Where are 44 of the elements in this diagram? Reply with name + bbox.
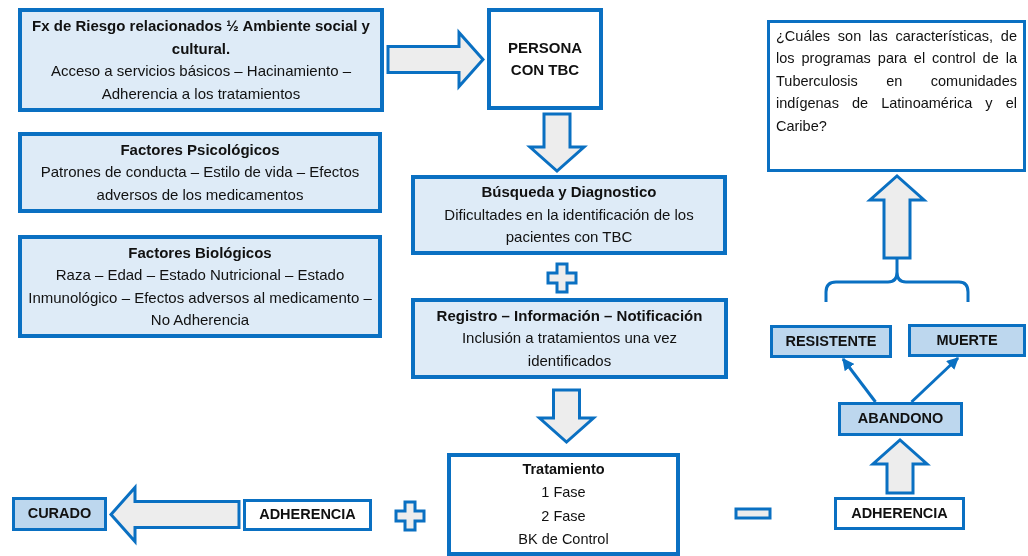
box-label: RESISTENTE <box>785 331 877 351</box>
box-label: ADHERENCIA <box>851 503 948 523</box>
box-label: ABANDONO <box>857 409 944 429</box>
process-box <box>487 8 603 110</box>
process-box <box>447 453 680 556</box>
box-text: Acceso a servicios básicos – Hacinamiento – Adherencia a los tratamientos <box>49 61 353 104</box>
factor-box <box>18 235 382 338</box>
box-text: Inclusión a tratamientos una vez identificados <box>460 328 679 371</box>
arrow <box>910 356 960 404</box>
factor-box <box>411 175 727 255</box>
box-label: PERSONA CON TBC <box>506 37 584 80</box>
label-box <box>834 497 965 530</box>
box-label: MUERTE <box>936 330 998 350</box>
label-box <box>243 499 372 531</box>
box-heading: Tratamiento <box>522 460 605 480</box>
box-label: ADHERENCIA <box>259 505 356 525</box>
box-text: Patrones de conducta – Estilo de vida – Efectos adversos de los medicamentos <box>39 162 361 205</box>
label-box <box>838 402 963 436</box>
factor-box <box>411 298 728 379</box>
box-text: 1 Fase <box>541 483 586 503</box>
box-text: 2 Fase <box>541 506 586 526</box>
factor-box <box>18 132 382 213</box>
block-arrow <box>386 28 485 91</box>
block-arrow <box>866 174 928 260</box>
box-text: Dificultades en la identificación de los pacientes con TBC <box>443 204 695 248</box>
factor-box <box>18 8 384 112</box>
arrow <box>841 358 877 403</box>
block-arrow <box>869 438 931 495</box>
box-text: BK de Control <box>518 529 609 549</box>
block-arrow <box>526 112 588 173</box>
box-heading: Factores Biológicos <box>128 242 272 263</box>
box-label: CURADO <box>27 504 92 524</box>
box-heading: Factores Psicológicos <box>120 139 280 160</box>
question-text: ¿Cuáles son las características, de los programas para el control de la Tuberculosis en comunidades indígenas de Latinoamérica y el Caribe? <box>776 27 1017 136</box>
box-text: Raza – Edad – Estado Nutricional – Estado Inmunológico – Efectos adversos al medicamento – No Adherencia <box>28 265 372 330</box>
box-heading: Registro – Información – Notificación <box>436 305 703 326</box>
block-arrow <box>535 388 598 444</box>
label-box <box>12 497 107 531</box>
block-arrow <box>109 483 241 546</box>
question-box <box>767 20 1026 172</box>
label-box <box>908 324 1026 357</box>
box-heading: Fx de Riesgo relacionados ½ Ambiente social y cultural. <box>31 16 371 59</box>
label-box <box>770 325 892 358</box>
box-heading: Búsqueda y Diagnostico <box>481 182 657 203</box>
